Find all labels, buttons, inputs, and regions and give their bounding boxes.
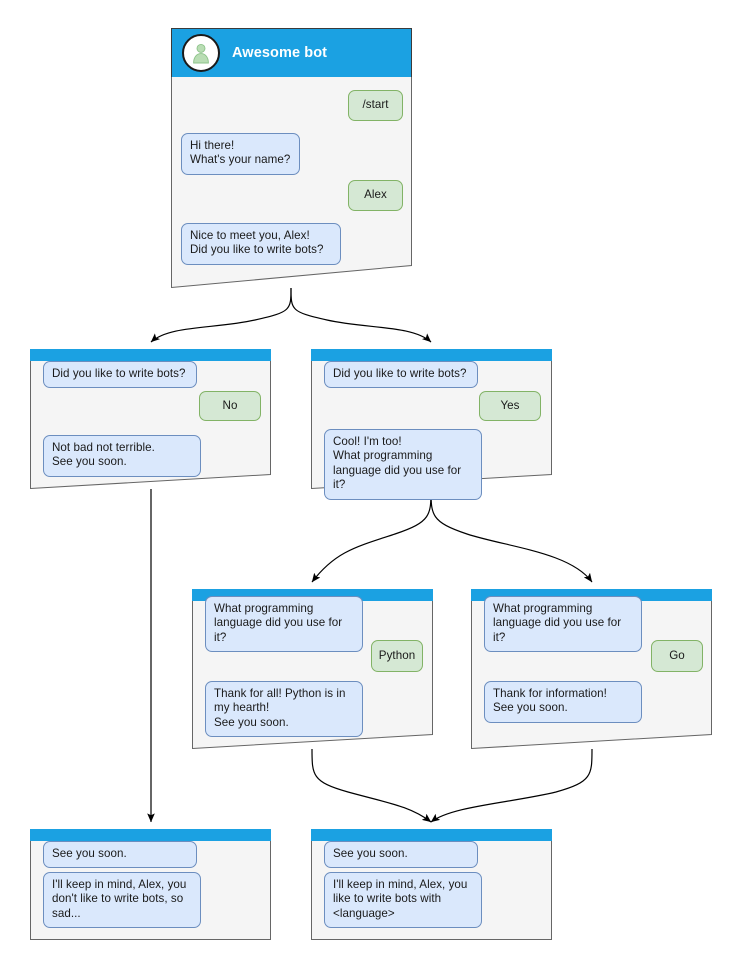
bot-message-bubble[interactable]: I'll keep in mind, Alex, you don't like … [43,872,201,929]
node-header-bar [311,349,552,361]
node-header-bar [30,349,271,361]
bot-message-bubble[interactable]: Did you like to write bots? [324,361,478,389]
edge-yes-to-python[interactable] [311,488,432,583]
bot-message-bubble[interactable]: Thank for all! Python is in my hearth! S… [205,681,363,738]
user-message-bubble[interactable]: /start [348,90,403,121]
node-header-bar [30,829,271,841]
person-avatar-icon [182,34,220,72]
bot-message-bubble[interactable]: I'll keep in mind, Alex, you like to wri… [324,872,482,929]
user-message-bubble[interactable]: Python [371,640,423,672]
bot-title: Awesome bot [232,45,328,61]
edge-python-to-end-yes[interactable] [311,748,432,823]
bot-message-bubble[interactable]: What programming language did you use fo… [484,596,642,653]
edge-root-to-yes[interactable] [290,287,432,343]
bot-message-bubble[interactable]: Nice to meet you, Alex! Did you like to … [181,223,341,265]
bot-message-bubble[interactable]: Hi there! What's your name? [181,133,300,175]
bot-message-bubble[interactable]: What programming language did you use fo… [205,596,363,653]
edge-root-to-no[interactable] [150,287,292,343]
user-message-bubble[interactable]: No [199,391,261,421]
bot-message-bubble[interactable]: Thank for information! See you soon. [484,681,642,723]
node-header-bar: Awesome bot [171,28,412,77]
node-header-bar [311,829,552,841]
user-message-bubble[interactable]: Go [651,640,703,672]
bot-message-bubble[interactable]: See you soon. [324,841,478,869]
bot-message-bubble[interactable]: Not bad not terrible. See you soon. [43,435,201,477]
bot-message-bubble[interactable]: Cool! I'm too! What programming language… [324,429,482,500]
edge-go-to-end-yes[interactable] [430,748,593,823]
bot-message-bubble[interactable]: Did you like to write bots? [43,361,197,389]
user-message-bubble[interactable]: Alex [348,180,403,211]
bot-message-bubble[interactable]: See you soon. [43,841,197,869]
user-message-bubble[interactable]: Yes [479,391,541,421]
edge-yes-to-go[interactable] [430,488,593,583]
